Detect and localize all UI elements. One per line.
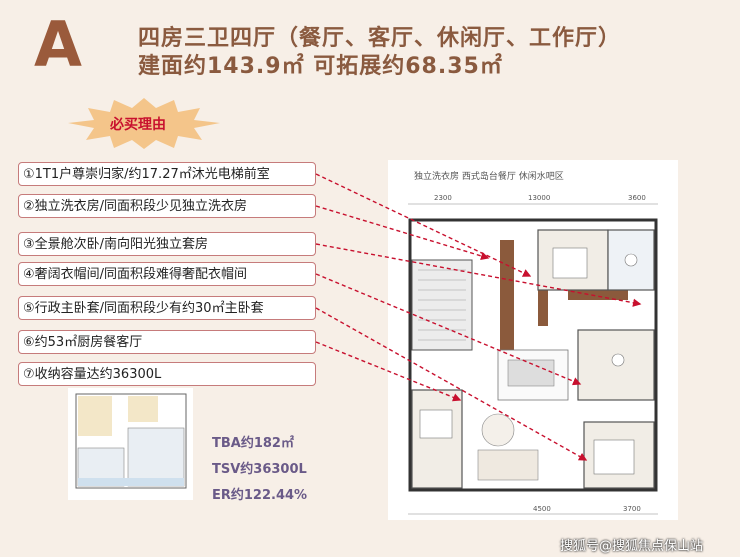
watermark: 搜狐号@搜狐焦点保山站 — [560, 539, 704, 554]
unit-title-layout: 四房三卫四厅（餐厅、客厅、休闲厅、工作厅） — [138, 26, 622, 51]
dim-top-3: 3600 — [628, 194, 646, 202]
reason-item-7: ⑦收纳容量达约36300L — [18, 362, 316, 386]
reason-item-6: ⑥约53㎡厨房餐客厅 — [18, 330, 316, 354]
stat-er: ER约122.44% — [212, 488, 308, 503]
dim-top-2: 13000 — [528, 194, 550, 202]
location-thumbnail — [68, 388, 193, 500]
dim-bottom-2: 3700 — [623, 505, 641, 513]
unit-type-letter: A — [34, 8, 82, 81]
unit-title-area: 建面约143.9㎡ 可拓展约68.35㎡ — [138, 54, 503, 79]
dim-top-1: 2300 — [434, 194, 452, 202]
must-buy-label: 必买理由 — [110, 117, 166, 133]
plan-caption: 独立洗衣房 西式岛台餐厅 休闲水吧区 — [414, 172, 564, 182]
reason-item-2: ②独立洗衣房/同面积段少见独立洗衣房 — [18, 194, 316, 218]
reason-item-1: ①1T1户尊崇归家/约17.27㎡沐光电梯前室 — [18, 162, 316, 186]
floor-plan: 2300 13000 3600 4500 3700 — [388, 160, 678, 520]
stat-tba: TBA约182㎡ — [212, 436, 294, 451]
starburst-shape — [68, 98, 220, 149]
reason-item-4: ④奢阔衣帽间/同面积段难得奢配衣帽间 — [18, 262, 316, 286]
reason-item-3: ③全景舱次卧/南向阳光独立套房 — [18, 232, 316, 256]
reason-item-5: ⑤行政主卧套/同面积段少有约30㎡主卧套 — [18, 296, 316, 320]
dim-bottom-1: 4500 — [533, 505, 551, 513]
starburst-badge — [68, 98, 220, 149]
stat-tsv: TSV约36300L — [212, 462, 307, 477]
